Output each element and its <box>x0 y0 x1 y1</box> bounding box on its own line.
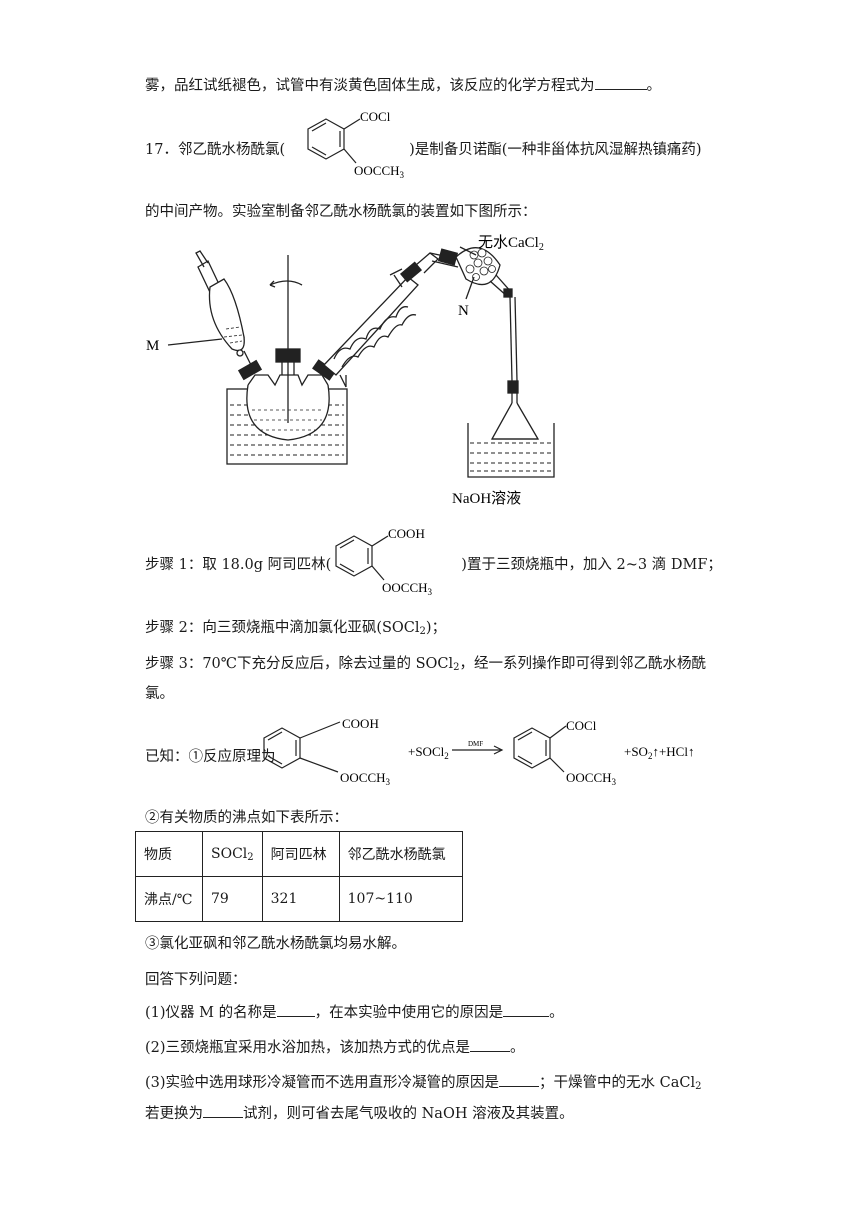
label-naoh: NaOH溶液 <box>452 490 521 507</box>
struct-group-bottom: OOCCH3 <box>354 163 405 180</box>
label-n: N <box>458 303 469 319</box>
q17-intro-line2: 的中间产物。实验室制备邻乙酰水杨酰氯的装置如下图所示： <box>145 204 537 220</box>
q16-tail-line: 雾，品红试纸褪色，试管中有淡黄色固体生成，该反应的化学方程式为。 <box>145 74 661 95</box>
svg-text:OOCCH3: OOCCH3 <box>340 770 391 787</box>
q16-tail-text: 雾，品红试纸褪色，试管中有淡黄色固体生成，该反应的化学方程式为 <box>145 78 595 94</box>
svg-text:OOCCH3: OOCCH3 <box>566 770 617 787</box>
table-row: 物质 SOCl2 阿司匹林 邻乙酰水杨酰氯 <box>135 831 463 877</box>
reaction-equation: COOH OOCCH3 +SOCl2 DMF COCl OOCCH3 +SO2↑… <box>263 716 694 787</box>
step3-line: 步骤 3：70℃下充分反应后，除去过量的 SOCl2，经一系列操作即可得到邻乙酰… <box>145 656 707 673</box>
acetylsalicyloyl-chloride-structure: COCl OOCCH3 <box>307 109 405 180</box>
step3-line2: 氯。 <box>145 686 174 702</box>
answer-blank[interactable] <box>276 1002 315 1017</box>
catalyst-dmf: DMF <box>468 740 483 748</box>
answer-blank[interactable] <box>503 1002 550 1017</box>
known-item3: ③氯化亚砜和邻乙酰水杨酰氯均易水解。 <box>145 936 406 952</box>
table-row: 沸点/℃ 79 321 107~110 <box>135 876 463 922</box>
known-item1-label: 已知：①反应原理为 <box>145 749 276 765</box>
aspirin-structure: COOH OOCCH3 <box>335 526 433 597</box>
apparatus-diagram: M N 无水CaCl2 NaOH溶液 <box>146 234 555 507</box>
q17-intro-suffix: )是制备贝诺酯(一种非甾体抗风湿解热镇痛药) <box>409 142 702 158</box>
question-2: (2)三颈烧瓶宜采用水浴加热，该加热方式的优点是。 <box>145 1036 525 1057</box>
step2-line: 步骤 2：向三颈烧瓶中滴加氯化亚砜(SOCl2)； <box>145 620 447 637</box>
q17-intro-line: 17．邻乙酰水杨酰氯( )是制备贝诺酯(一种非甾体抗风湿解热镇痛药) <box>145 138 702 159</box>
answer-blank[interactable] <box>470 1037 511 1052</box>
svg-text:COOH: COOH <box>342 716 379 731</box>
question-3: (3)实验中选用球形冷凝管而不选用直形冷凝管的原因是；干燥管中的无水 CaCl2 <box>145 1071 702 1092</box>
answer-blank[interactable] <box>594 75 647 90</box>
q17-intro-prefix: 17．邻乙酰水杨酰氯( <box>145 142 286 158</box>
boiling-point-table: 物质 SOCl2 阿司匹林 邻乙酰水杨酰氯 沸点/℃ 79 321 107~11… <box>135 831 463 922</box>
reagent-socl2: +SOCl2 <box>408 744 449 761</box>
known-item2: ②有关物质的沸点如下表所示： <box>145 810 348 826</box>
answer-blank[interactable] <box>203 1103 243 1118</box>
svg-text:COCl: COCl <box>566 718 597 733</box>
reaction-products: +SO2↑+HCl↑ <box>624 744 694 761</box>
svg-text:OOCCH3: OOCCH3 <box>382 580 433 597</box>
answer-blank[interactable] <box>499 1072 540 1087</box>
question-3-line2: 若更换为试剂，则可省去尾气吸收的 NaOH 溶液及其装置。 <box>145 1102 574 1123</box>
step1-line: 步骤 1：取 18.0g 阿司匹林()置于三颈烧瓶中，加入 2~3 滴 DMF； <box>145 557 722 573</box>
question-1: (1)仪器 M 的名称是，在本实验中使用它的原因是。 <box>145 1001 564 1022</box>
questions-intro: 回答下列问题： <box>145 972 247 988</box>
struct-group-top: COCl <box>360 109 391 124</box>
svg-text:COOH: COOH <box>388 526 425 541</box>
label-cacl2: 无水CaCl2 <box>478 234 544 253</box>
label-m: M <box>146 338 159 354</box>
